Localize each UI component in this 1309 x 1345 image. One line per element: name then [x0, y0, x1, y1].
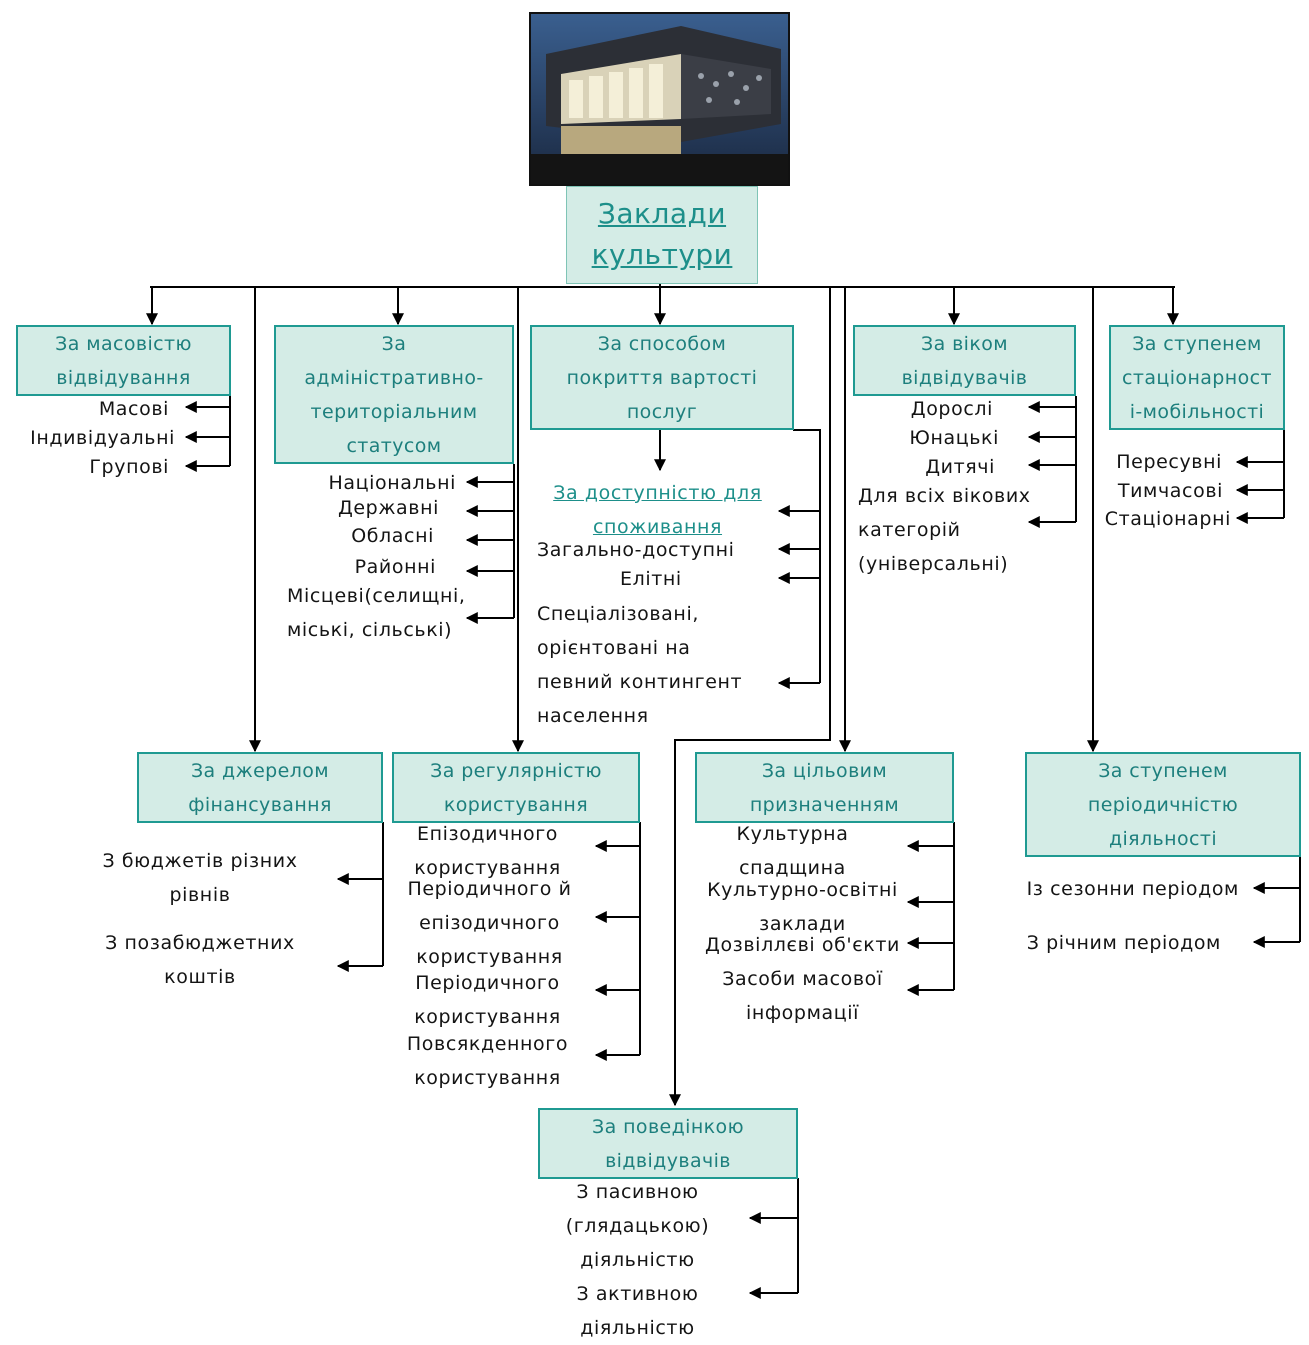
root-title-line1: Заклади: [597, 197, 727, 231]
item-behaviour-passive: З пасивною (глядацькою) діяльністю: [565, 1181, 710, 1271]
item-period-annual: З річним періодом: [1026, 932, 1221, 954]
item-purpose-leisure: Дозвіллєві об'єкти: [705, 934, 900, 956]
item-mass-group: Групові: [89, 456, 169, 478]
root-title-line2: культури: [591, 238, 733, 271]
item-mobility-traveling: Пересувні: [1116, 451, 1222, 473]
item-age-children: Дитячі: [925, 456, 995, 478]
item-finance-extra: З позабюджетних коштів: [105, 932, 295, 988]
category-age: За віком відвідувачів: [853, 325, 1076, 396]
category-mass: За масовістю відвідування: [16, 325, 231, 396]
item-admin-state: Державні: [337, 497, 439, 519]
item-admin-national: Національні: [328, 472, 456, 494]
category-purpose: За цільовим призначенням: [695, 752, 954, 823]
item-purpose-heritage: Культурна спадщина: [736, 823, 849, 879]
access-heading: За доступністю для споживання: [553, 482, 762, 538]
item-purpose-media: Засоби масової інформації: [722, 968, 883, 1024]
category-regular: За регулярністю користування: [392, 752, 640, 823]
category-period: За ступенем періодичністю діяльності: [1025, 752, 1301, 857]
item-regular-periodic: Періодичного користування: [414, 972, 561, 1028]
item-mobility-temporary: Тимчасові: [1117, 480, 1223, 502]
item-finance-budget: З бюджетів різних рівнів: [102, 850, 298, 906]
category-admin: За адміністративно- територіальним стату…: [274, 325, 514, 464]
item-mass-individual: Індивідуальні: [30, 427, 175, 449]
root-node: Заклади культури: [566, 186, 758, 284]
category-finance: За джерелом фінансування: [137, 752, 383, 823]
item-access-specialized: Спеціалізовані, орієнтовані на певний ко…: [537, 603, 743, 727]
item-admin-regional: Обласні: [351, 525, 434, 547]
item-behaviour-active: З активною діяльністю: [576, 1283, 699, 1339]
item-access-general: Загально-доступні: [537, 539, 735, 561]
item-age-adult: Дорослі: [910, 398, 993, 420]
category-behaviour: За поведінкою відвідувачів: [538, 1108, 798, 1179]
item-purpose-education: Культурно-освітні заклади: [707, 879, 898, 935]
item-age-universal: Для всіх вікових категорій (універсальні…: [858, 485, 1031, 575]
category-cost: За способом покриття вартості послуг: [530, 325, 794, 430]
item-mobility-stationary: Стаціонарні: [1104, 508, 1231, 530]
building-photo: [529, 12, 790, 186]
item-admin-local: Місцеві(селищні, міські, сільські): [287, 585, 466, 641]
category-mobility: За ступенем стаціонарност і-мобільності: [1109, 325, 1285, 430]
item-period-seasonal: Із сезонни періодом: [1026, 878, 1239, 900]
item-mass-masovi: Масові: [98, 398, 169, 420]
item-access-elite: Елітні: [620, 568, 682, 590]
item-regular-episodic: Епізодичного користування: [414, 823, 561, 879]
item-admin-district: Районні: [354, 556, 436, 578]
item-regular-daily: Повсякденного користування: [406, 1033, 569, 1089]
item-regular-periodic-episodic: Періодичного й епізодичного користування: [407, 878, 572, 968]
item-age-youth: Юнацькі: [909, 427, 999, 449]
